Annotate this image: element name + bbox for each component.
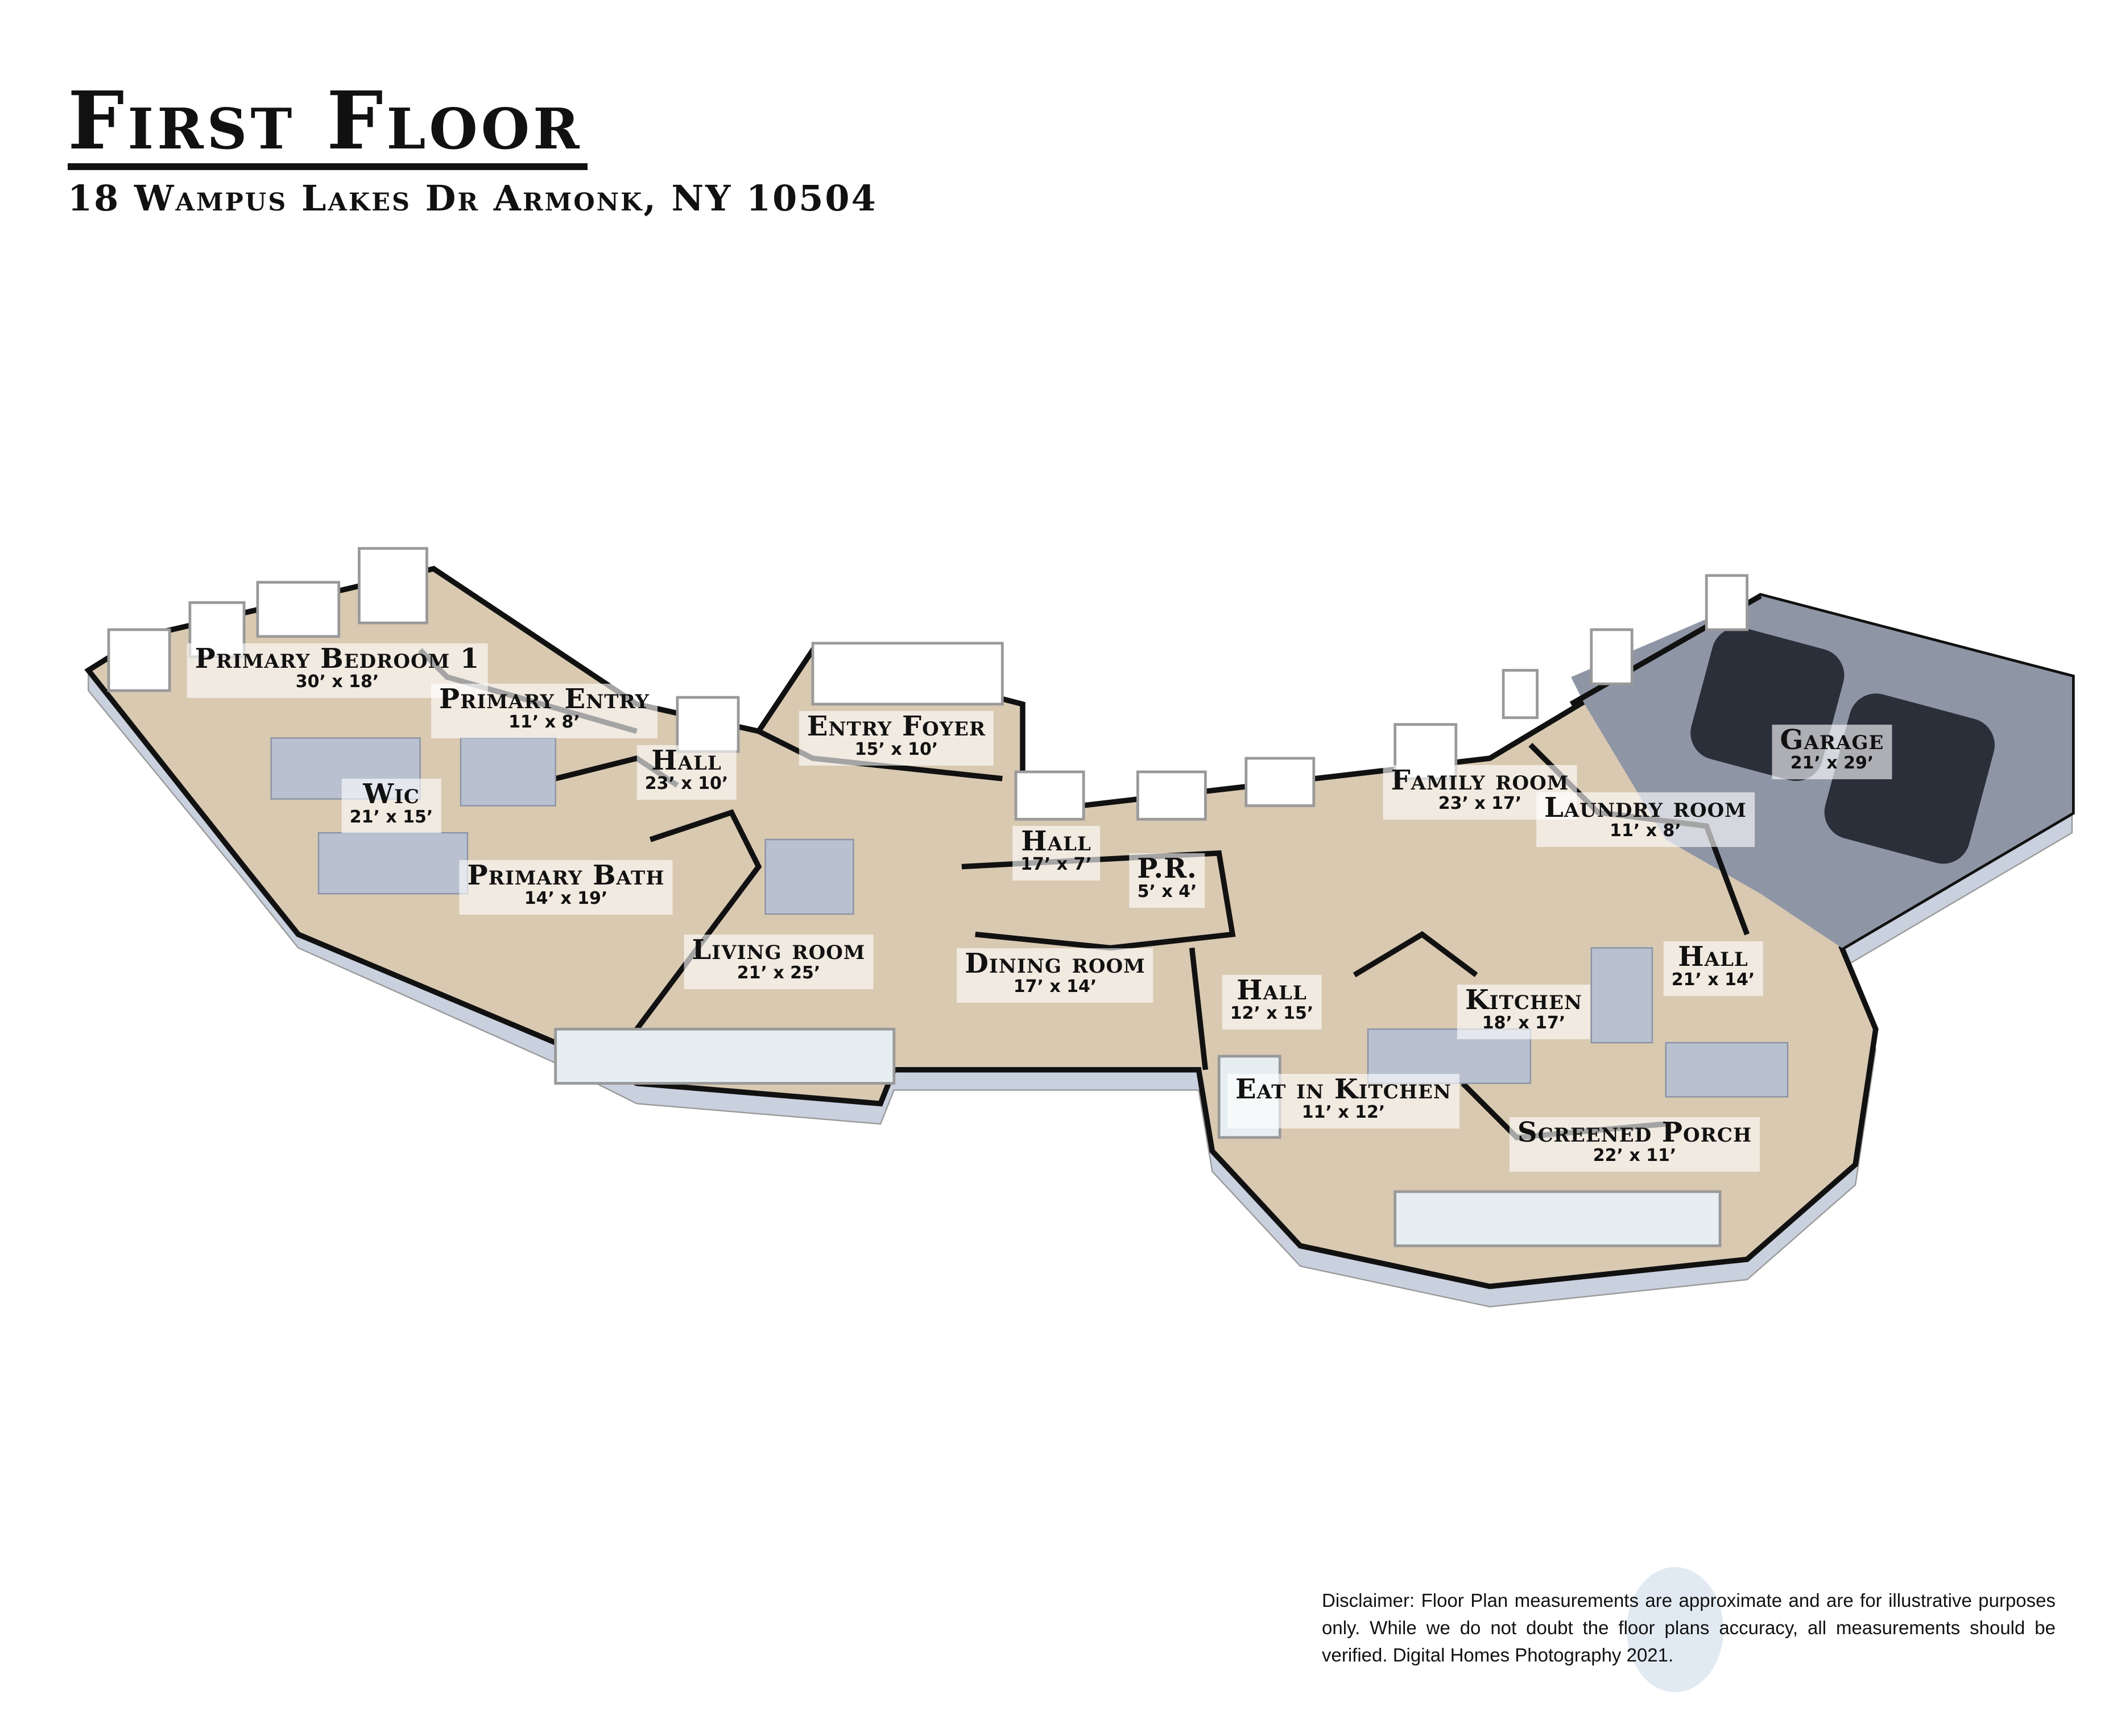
- room-name: Dining room: [965, 948, 1146, 979]
- room-dimensions: 21’ x 25’: [737, 963, 821, 983]
- room-name: Living room: [692, 934, 866, 966]
- room-name: Hall: [651, 745, 722, 776]
- room-name: Hall: [1678, 941, 1748, 973]
- room-name: Primary Entry: [439, 683, 650, 715]
- property-address: 18 Wampus Lakes Dr Armonk, NY 10504: [68, 177, 878, 219]
- room-dimensions: 18’ x 17’: [1482, 1013, 1566, 1033]
- room-name: Entry Foyer: [807, 710, 986, 742]
- room-dimensions: 21’ x 14’: [1671, 970, 1755, 990]
- room-label-powder-room: P.R.5’ x 4’: [1129, 853, 1205, 908]
- room-dimensions: 23’ x 10’: [644, 774, 729, 793]
- room-name: Primary Bath: [467, 859, 665, 891]
- page-title: First Floor: [68, 80, 588, 170]
- room-dimensions: 14’ x 19’: [524, 888, 608, 908]
- room-dimensions: 11’ x 8’: [508, 712, 580, 732]
- room-dimensions: 12’ x 15’: [1230, 1003, 1314, 1023]
- room-name: Wic: [363, 778, 420, 810]
- room-dimensions: 15’ x 10’: [854, 739, 938, 759]
- room-dimensions: 23’ x 17’: [1438, 793, 1522, 813]
- room-dimensions: 21’ x 29’: [1790, 753, 1874, 773]
- room-name: P.R.: [1137, 853, 1197, 884]
- room-name: Laundry room: [1544, 792, 1747, 824]
- watermark-logo-icon: [1627, 1567, 1723, 1692]
- room-dimensions: 17’ x 14’: [1013, 977, 1097, 997]
- room-dimensions: 11’ x 12’: [1301, 1102, 1386, 1122]
- room-name: Kitchen: [1465, 984, 1583, 1016]
- room-dimensions: 11’ x 8’: [1610, 821, 1681, 841]
- floor-area: [84, 565, 2075, 1289]
- room-name: Hall: [1021, 825, 1091, 857]
- room-name: Screened Porch: [1517, 1117, 1752, 1148]
- room-dimensions: 22’ x 11’: [1593, 1146, 1677, 1165]
- room-dimensions: 21’ x 15’: [349, 807, 433, 827]
- disclaimer-text: Disclaimer: Floor Plan measurements are …: [1322, 1590, 2056, 1665]
- room-dimensions: 30’ x 18’: [295, 672, 379, 692]
- room-name: Hall: [1237, 974, 1307, 1006]
- room-name: Family room: [1391, 764, 1569, 796]
- room-name: Garage: [1780, 724, 1884, 756]
- room-dimensions: 5’ x 4’: [1137, 882, 1197, 902]
- room-name: Primary Bedroom 1: [195, 643, 480, 675]
- room-name: Eat in Kitchen: [1235, 1073, 1452, 1105]
- room-dimensions: 17’ x 7’: [1020, 854, 1092, 874]
